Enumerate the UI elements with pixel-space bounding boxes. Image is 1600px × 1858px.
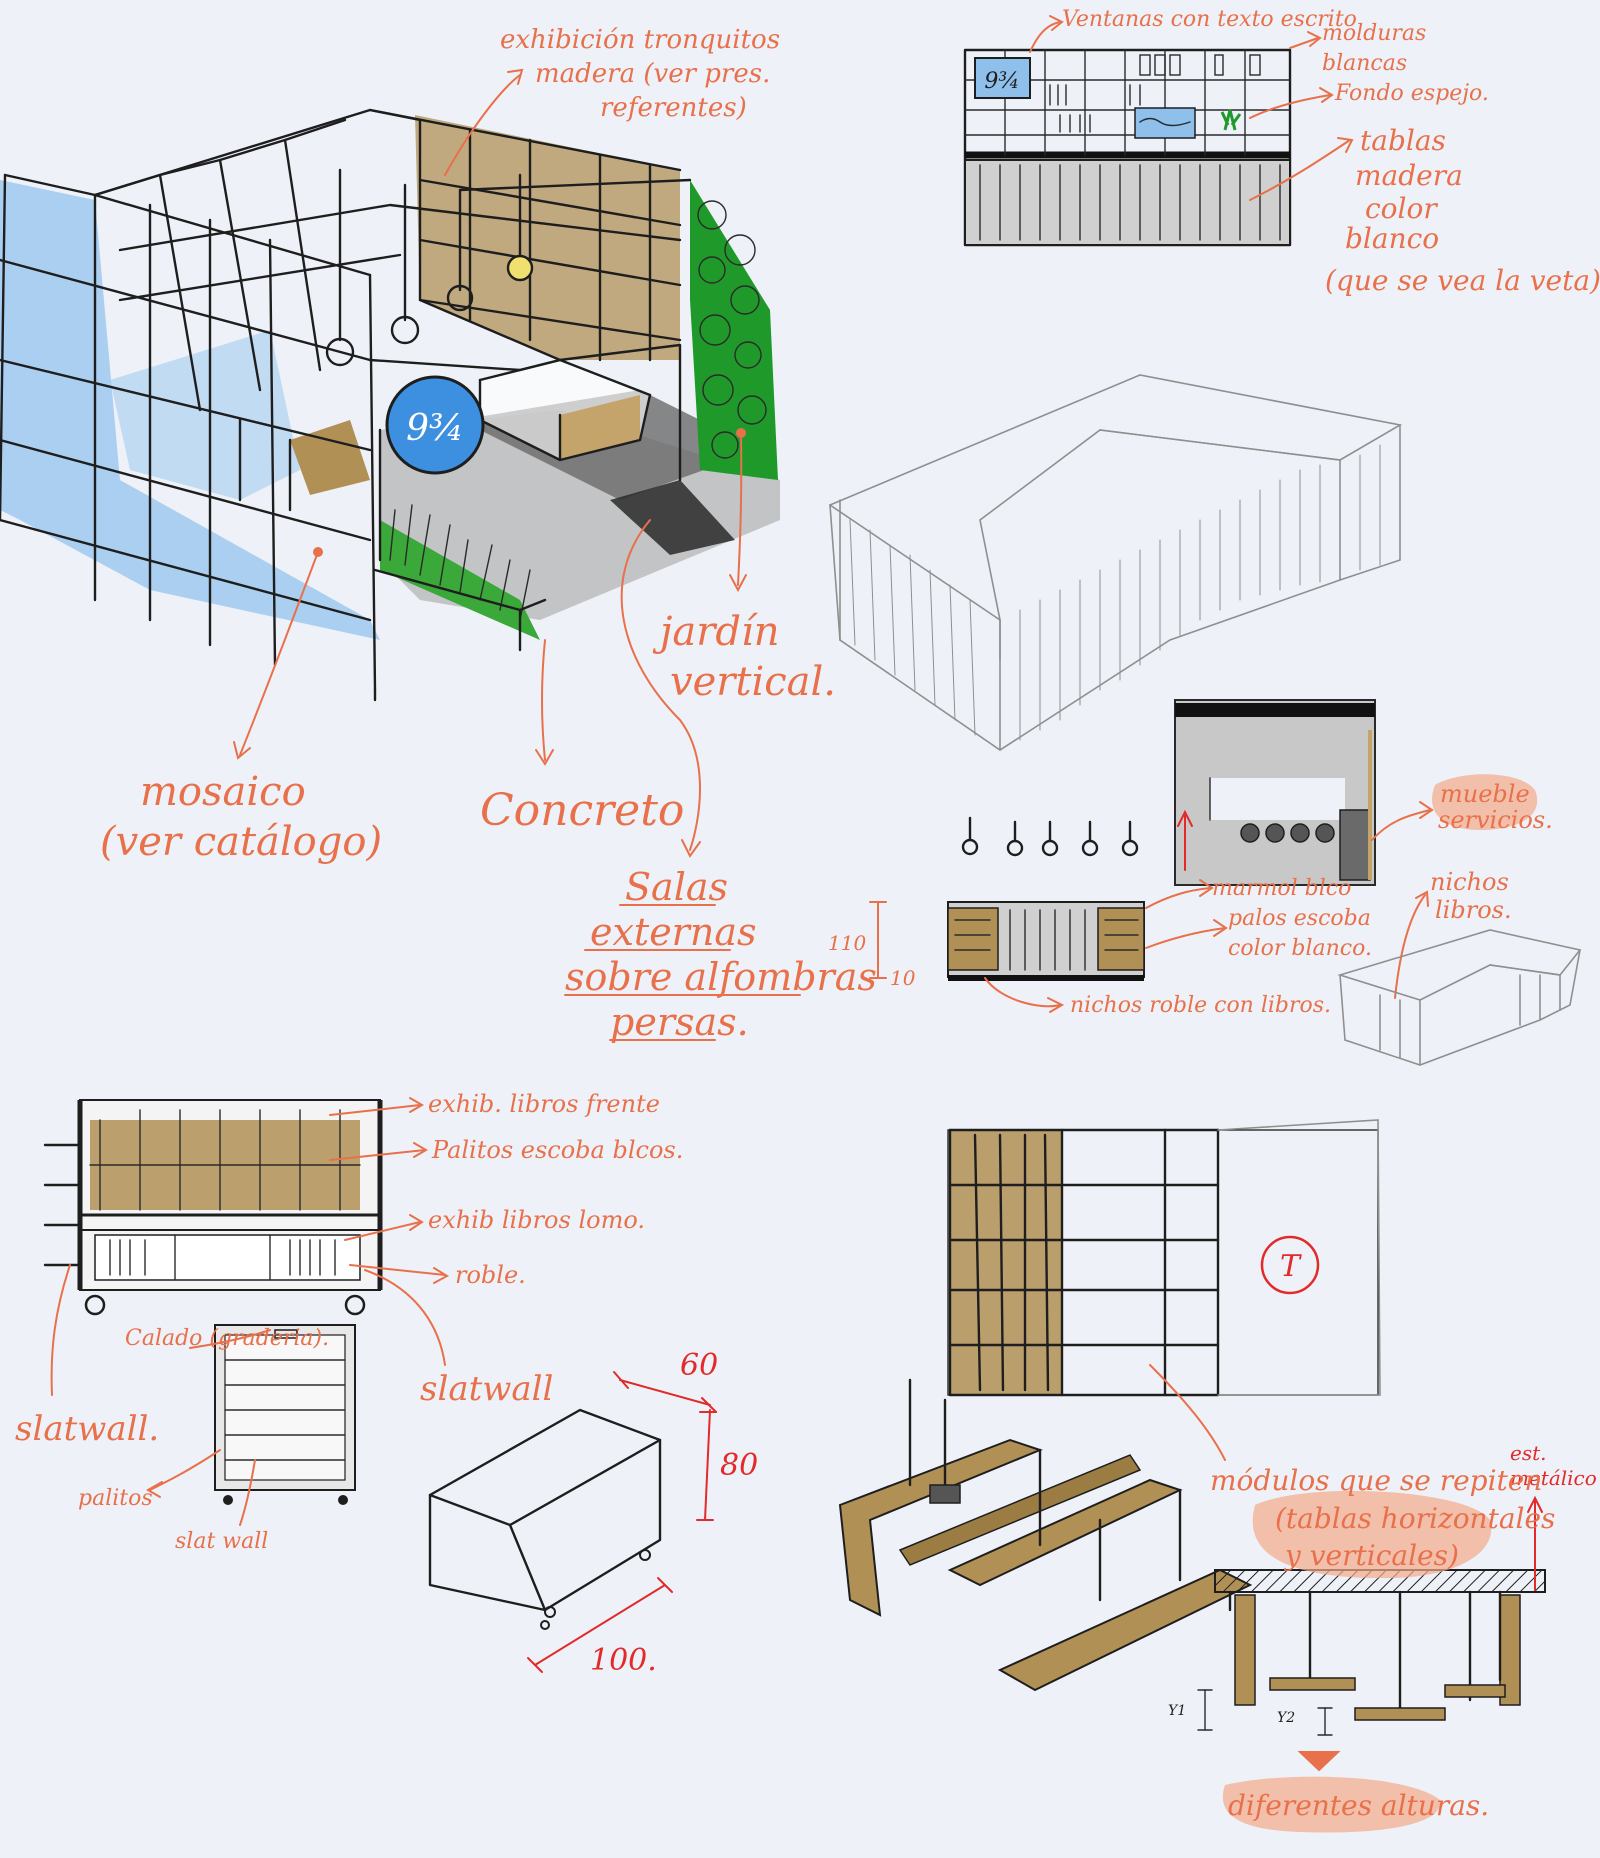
label-exhib-lomo: exhib libros lomo. (428, 1206, 645, 1234)
service-plan (1174, 699, 1376, 886)
label-tablas-1: tablas (1360, 124, 1446, 157)
book-cart-elevation (43, 1099, 383, 1316)
dim-y2: Y2 (1277, 1710, 1295, 1726)
label-marmol: marmol blco (1212, 876, 1351, 901)
label-exhibicion-3: referentes) (600, 93, 747, 123)
book-cart-side (214, 1324, 356, 1505)
label-molduras-1: molduras (1322, 21, 1426, 46)
label-fondo-espejo: Fondo espejo. (1334, 81, 1489, 106)
label-concreto: Concreto (480, 785, 684, 836)
dim-80: 80 (720, 1448, 758, 1483)
wood-planks-iso (838, 1378, 1253, 1692)
dim-100: 100. (590, 1643, 657, 1678)
label-slatwall-mid: slatwall (420, 1369, 553, 1409)
label-modulos-1: módulos que se repiten (1210, 1464, 1542, 1497)
label-roble: roble. (455, 1261, 526, 1289)
t-marker: T (1280, 1249, 1302, 1284)
label-modulos-3: y verticales) (1283, 1539, 1459, 1572)
storefront-annotations: exhibición tronquitos madera (ver pres. … (100, 25, 877, 1044)
label-slatwall-left: slatwall. (15, 1409, 159, 1449)
platform-sign-text: 9¾ (406, 408, 464, 449)
label-calado: Calado (graderia). (125, 1326, 329, 1351)
label-slat-wall-small: slat wall (175, 1529, 268, 1554)
dimension-box: 60 80 100. (428, 1348, 758, 1678)
label-exhibicion-2: madera (ver pres. (535, 59, 770, 89)
label-palos-1: palos escoba (1228, 906, 1371, 931)
label-salas-3: sobre alfombras (565, 955, 877, 999)
label-jardin-1: jardín (652, 609, 780, 655)
label-tablas-3: color (1365, 192, 1438, 225)
label-nichos: nichos (1430, 868, 1509, 896)
label-diferentes-alturas: diferentes alturas. (1228, 1789, 1489, 1822)
label-libros: libros. (1435, 896, 1512, 924)
hanging-section: Y1 Y2 est. metálico (1168, 1441, 1597, 1772)
label-tablas-5: (que se vea la veta). (1325, 264, 1600, 297)
label-servicios: servicios. (1438, 806, 1553, 834)
label-palos-2: color blanco. (1228, 936, 1372, 961)
facade-annotations: Ventanas con texto escrito molduras blan… (1029, 7, 1600, 297)
dim-10: 10 (890, 966, 916, 990)
label-tablas-4: blanco (1345, 222, 1439, 255)
label-exhibicion-1: exhibición tronquitos (500, 25, 780, 55)
label-exhib-frente: exhib. libros frente (428, 1090, 660, 1118)
service-annotations: mueble servicios. marmol blco palos esco… (984, 774, 1553, 1018)
small-l-counter (1337, 929, 1582, 1066)
storefront-iso-sketch: 9¾ (0, 108, 780, 702)
facade-sign-text: 9¾ (984, 69, 1019, 94)
label-palitos-escoba: Palitos escoba blcos. (431, 1136, 683, 1164)
label-palitos: palitos (78, 1486, 153, 1511)
label-ventanas: Ventanas con texto escrito (1062, 7, 1357, 32)
label-salas-4: persas. (610, 1000, 749, 1044)
platform-sign (385, 375, 485, 475)
label-mueble: mueble (1440, 780, 1530, 808)
label-mosaico-1: mosaico (140, 769, 306, 815)
label-mosaico-2: (ver catálogo) (100, 819, 382, 865)
label-salas-2: externas (590, 910, 756, 954)
shelving-elevation: T (947, 1119, 1381, 1397)
facade-elevation: 9¾ (963, 48, 1292, 247)
label-tablas-2: madera (1355, 159, 1463, 192)
label-metalico: metálico (1510, 1466, 1597, 1490)
dim-60: 60 (680, 1348, 718, 1383)
label-molduras-2: blancas (1322, 51, 1407, 76)
shelving-annotations: módulos que se repiten (tablas horizonta… (1149, 1364, 1555, 1833)
counter-elevation: 110 10 (828, 901, 1145, 990)
hanging-hooks (961, 816, 1139, 857)
label-modulos-2: (tablas horizontales (1275, 1502, 1555, 1535)
book-cart-annotations: exhib. libros frente Palitos escoba blco… (15, 1090, 683, 1554)
label-est: est. (1510, 1441, 1547, 1465)
dim-y1: Y1 (1168, 1703, 1186, 1719)
l-counter-iso (829, 374, 1403, 751)
label-salas-1: Salas (625, 865, 728, 909)
dim-110: 110 (828, 931, 866, 955)
label-nichos-roble: nichos roble con libros. (1070, 993, 1331, 1018)
label-jardin-2: vertical. (670, 659, 836, 705)
